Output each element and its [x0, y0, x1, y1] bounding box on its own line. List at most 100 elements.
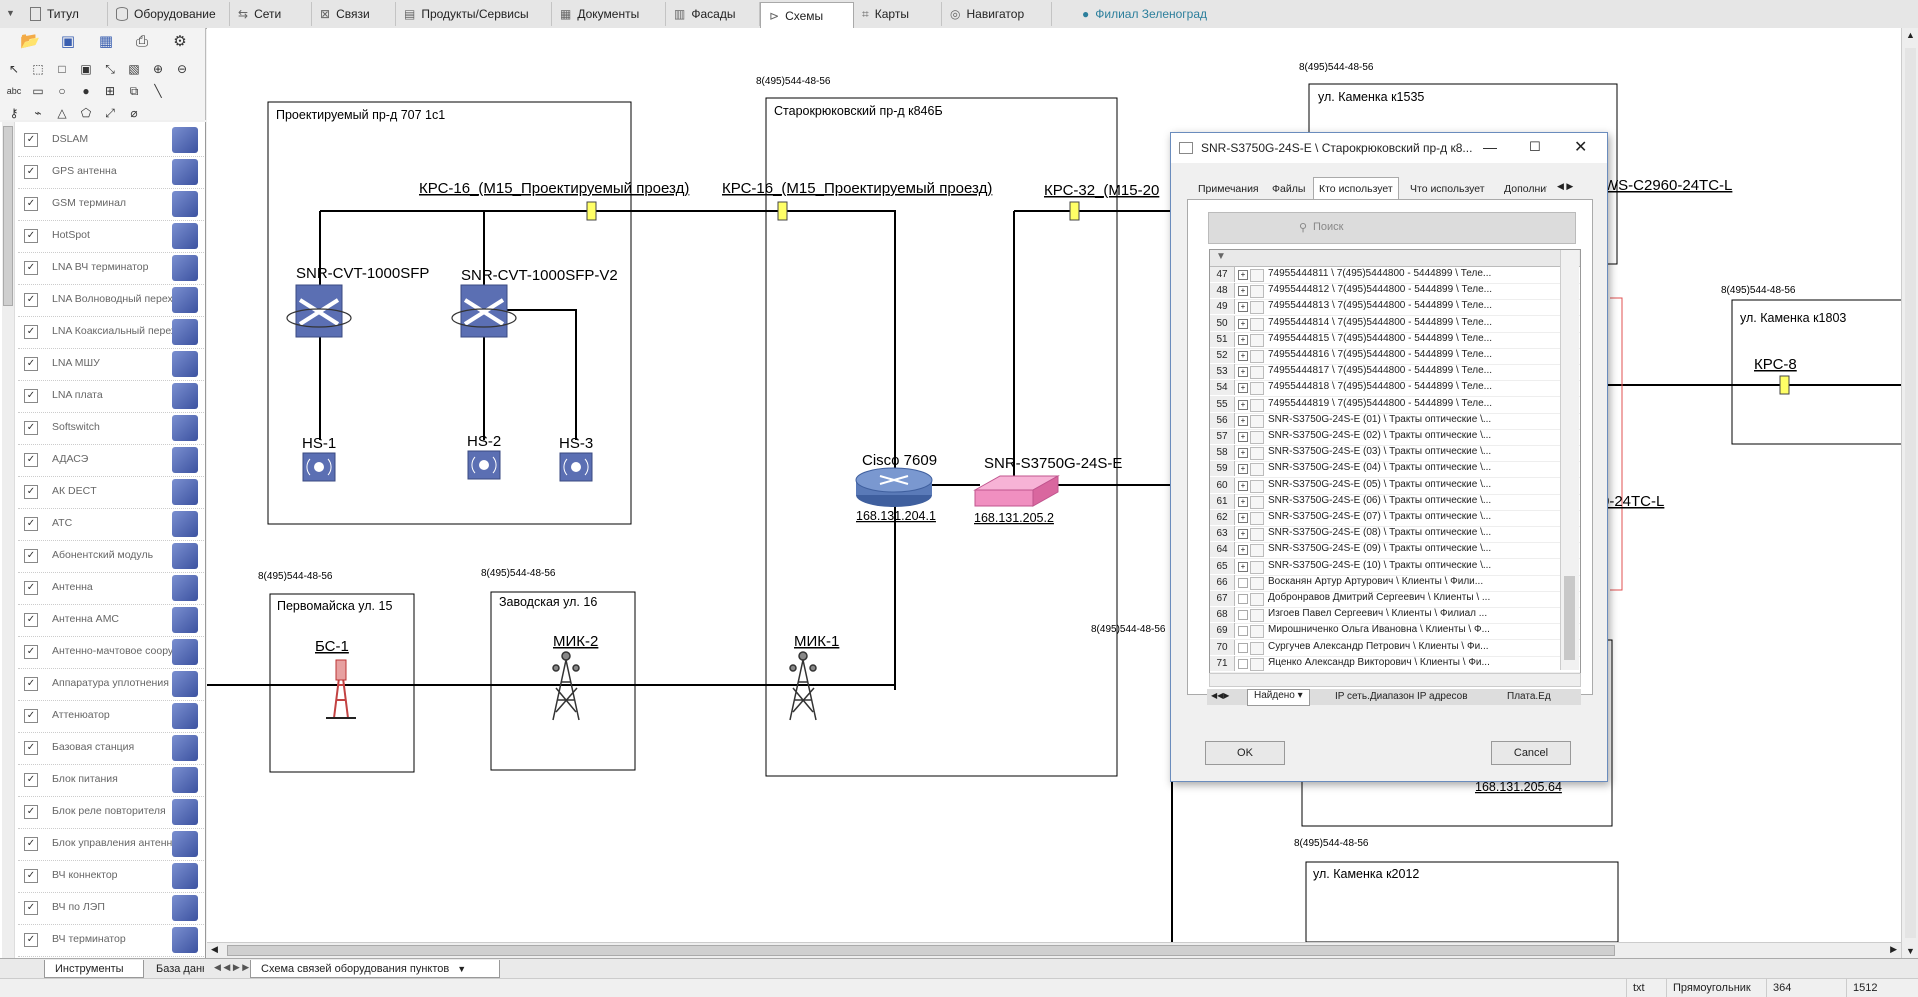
table-row[interactable]: 57+SNR-S3750G-24S-E (02) \ Тракты оптиче…	[1210, 429, 1580, 446]
row-checkbox[interactable]	[1238, 626, 1248, 637]
expand-icon[interactable]: +	[1238, 561, 1248, 572]
resize-icon[interactable]: ⤢	[105, 105, 115, 120]
tab-who-uses[interactable]: Кто использует	[1313, 177, 1399, 199]
library-item[interactable]: ✓Аттенюатор	[18, 700, 204, 733]
library-item[interactable]: ✓АТС	[18, 508, 204, 541]
checkbox[interactable]: ✓	[24, 229, 38, 243]
tab-documents[interactable]: ▦Документы	[552, 2, 666, 26]
search-bar[interactable]: ⚲ Поиск	[1208, 212, 1576, 244]
dialog-titlebar[interactable]: SNR-S3750G-24S-E \ Старокрюковский пр-д …	[1171, 133, 1607, 163]
table-row[interactable]: 48+74955444812 \ 7(495)5444800 - 5444899…	[1210, 283, 1580, 301]
expand-icon[interactable]: +	[1238, 464, 1248, 475]
table-row[interactable]: 58+SNR-S3750G-24S-E (03) \ Тракты оптиче…	[1210, 445, 1580, 463]
checkbox[interactable]: ✓	[24, 581, 38, 595]
tab-notes[interactable]: Примечания	[1198, 183, 1259, 195]
hotspot-hs2-icon[interactable]	[467, 450, 501, 480]
tab-maps[interactable]: ⌗Карты	[854, 2, 942, 26]
expand-icon[interactable]: +	[1238, 334, 1248, 345]
router-cisco-icon[interactable]	[855, 467, 933, 507]
converter-cvt2-icon[interactable]	[451, 284, 517, 338]
tab-scheme[interactable]: Схема связей оборудования пунктов ▼	[250, 960, 500, 978]
expand-icon[interactable]: +	[1238, 513, 1248, 523]
link-label-krs8[interactable]: КРС-8	[1754, 356, 1797, 373]
tower-mik1-icon[interactable]	[789, 651, 817, 721]
ellipse-icon[interactable]: ○	[58, 84, 66, 98]
library-item[interactable]: ✓Блок питания	[18, 764, 204, 797]
library-item[interactable]: ✓Блок реле повторителя	[18, 796, 204, 829]
library-item[interactable]: ✓LNA Волноводный переход	[18, 284, 204, 317]
library-item[interactable]: ✓LNA Коаксиальный переход	[18, 316, 204, 349]
library-item[interactable]: ✓DSLAM	[18, 124, 204, 157]
table-row[interactable]: 51+74955444815 \ 7(495)5444800 - 5444899…	[1210, 331, 1580, 349]
save-icon[interactable]: ▦	[98, 33, 114, 50]
checkbox[interactable]: ✓	[24, 197, 38, 211]
settings-icon[interactable]: ⚙	[173, 33, 187, 50]
tab-facades[interactable]: ▥Фасады	[666, 2, 760, 26]
grid-hscroll[interactable]	[1209, 673, 1581, 687]
box-kamenka-2012[interactable]	[1305, 861, 1619, 942]
checkbox[interactable]: ✓	[24, 421, 38, 435]
grid-icon[interactable]: ⊞	[104, 84, 116, 98]
table-row[interactable]: 52+74955444816 \ 7(495)5444800 - 5444899…	[1210, 348, 1580, 365]
library-item[interactable]: ✓Антенно-мачтовое сооружение	[18, 636, 204, 669]
tab-scroll-icon[interactable]: ◀ ▶	[1557, 181, 1574, 191]
library-item[interactable]: ✓Антенна АМС	[18, 604, 204, 637]
library-item[interactable]: ✓LNA ВЧ терминатор	[18, 252, 204, 285]
library-item[interactable]: ✓Softswitch	[18, 412, 204, 445]
table-row[interactable]: 56+SNR-S3750G-24S-E (01) \ Тракты оптиче…	[1210, 412, 1580, 430]
expand-icon[interactable]: +	[1238, 480, 1248, 491]
checkbox[interactable]: ✓	[24, 165, 38, 179]
scroll-right-icon[interactable]: ▶	[1890, 944, 1897, 954]
link-marker-krs16-a[interactable]	[586, 201, 597, 221]
table-row[interactable]: 59+SNR-S3750G-24S-E (04) \ Тракты оптиче…	[1210, 461, 1580, 479]
checkbox[interactable]: ✓	[24, 325, 38, 339]
tab-tools[interactable]: Инструменты	[44, 960, 144, 978]
rectangle-icon[interactable]: □	[58, 62, 66, 76]
checkbox[interactable]: ✓	[24, 645, 38, 659]
table-row[interactable]: 50+74955444814 \ 7(495)5444800 - 5444899…	[1210, 315, 1580, 333]
checkbox[interactable]: ✓	[24, 709, 38, 723]
table-row[interactable]: 54+74955444818 \ 7(495)5444800 - 5444899…	[1210, 380, 1580, 398]
tab-schemes[interactable]: ⊳Схемы	[760, 2, 854, 28]
library-item[interactable]: ✓Блок управления антенной	[18, 828, 204, 861]
link-label-krs32[interactable]: КРС-32_(М15-20	[1044, 182, 1159, 199]
tab-navigator[interactable]: ◎Навигатор	[942, 2, 1052, 26]
checkbox[interactable]: ✓	[24, 741, 38, 755]
tab-links[interactable]: ⊠Связи	[312, 2, 396, 26]
library-item[interactable]: ✓GSM терминал	[18, 188, 204, 221]
sheet-tab-found[interactable]: Найдено ▾	[1247, 689, 1310, 706]
expand-icon[interactable]: +	[1238, 432, 1248, 442]
sheet-nav-icon[interactable]: ◀◀▶	[1211, 691, 1230, 700]
grid-vscroll[interactable]	[1560, 250, 1579, 670]
table-row[interactable]: 49+74955444813 \ 7(495)5444800 - 5444899…	[1210, 299, 1580, 317]
canvas-hscroll-thumb[interactable]	[227, 945, 1615, 956]
tab-additional[interactable]: Дополнит	[1504, 183, 1547, 195]
expand-icon[interactable]: +	[1238, 270, 1248, 280]
expand-icon[interactable]: +	[1238, 367, 1248, 378]
canvas-vscroll-track[interactable]	[1905, 48, 1916, 938]
hotspot-hs1-icon[interactable]	[302, 452, 336, 482]
tab-products[interactable]: ▤Продукты/Сервисы	[396, 2, 552, 26]
sheet-tab-board[interactable]: Плата.Ед	[1507, 691, 1551, 702]
switch-snr-icon[interactable]	[973, 475, 1060, 507]
tab-branch[interactable]: ●Филиал Зеленоград	[1082, 7, 1208, 21]
select-rect-icon[interactable]: ⬚	[32, 62, 44, 76]
scroll-down-icon[interactable]: ▼	[1906, 946, 1915, 956]
sort-icon[interactable]: ▼	[1216, 251, 1226, 262]
checkbox[interactable]: ✓	[24, 357, 38, 371]
properties-icon[interactable]: ▣	[60, 33, 76, 50]
checkbox[interactable]: ✓	[24, 869, 38, 883]
link-marker-krs16-b[interactable]	[777, 201, 788, 221]
close-icon[interactable]: ✕	[1574, 139, 1588, 156]
open-folder-icon[interactable]: 📂	[20, 33, 40, 50]
box-pervomayskaya[interactable]	[269, 593, 415, 773]
library-item[interactable]: ✓Базовая станция	[18, 732, 204, 765]
table-row[interactable]: 65+SNR-S3750G-24S-E (10) \ Тракты оптиче…	[1210, 558, 1580, 576]
library-item[interactable]: ✓Антенна	[18, 572, 204, 605]
tab-dropdown-icon[interactable]: ▼	[457, 963, 467, 974]
link-marker-krs8[interactable]	[1779, 375, 1790, 395]
checkbox[interactable]: ✓	[24, 133, 38, 147]
